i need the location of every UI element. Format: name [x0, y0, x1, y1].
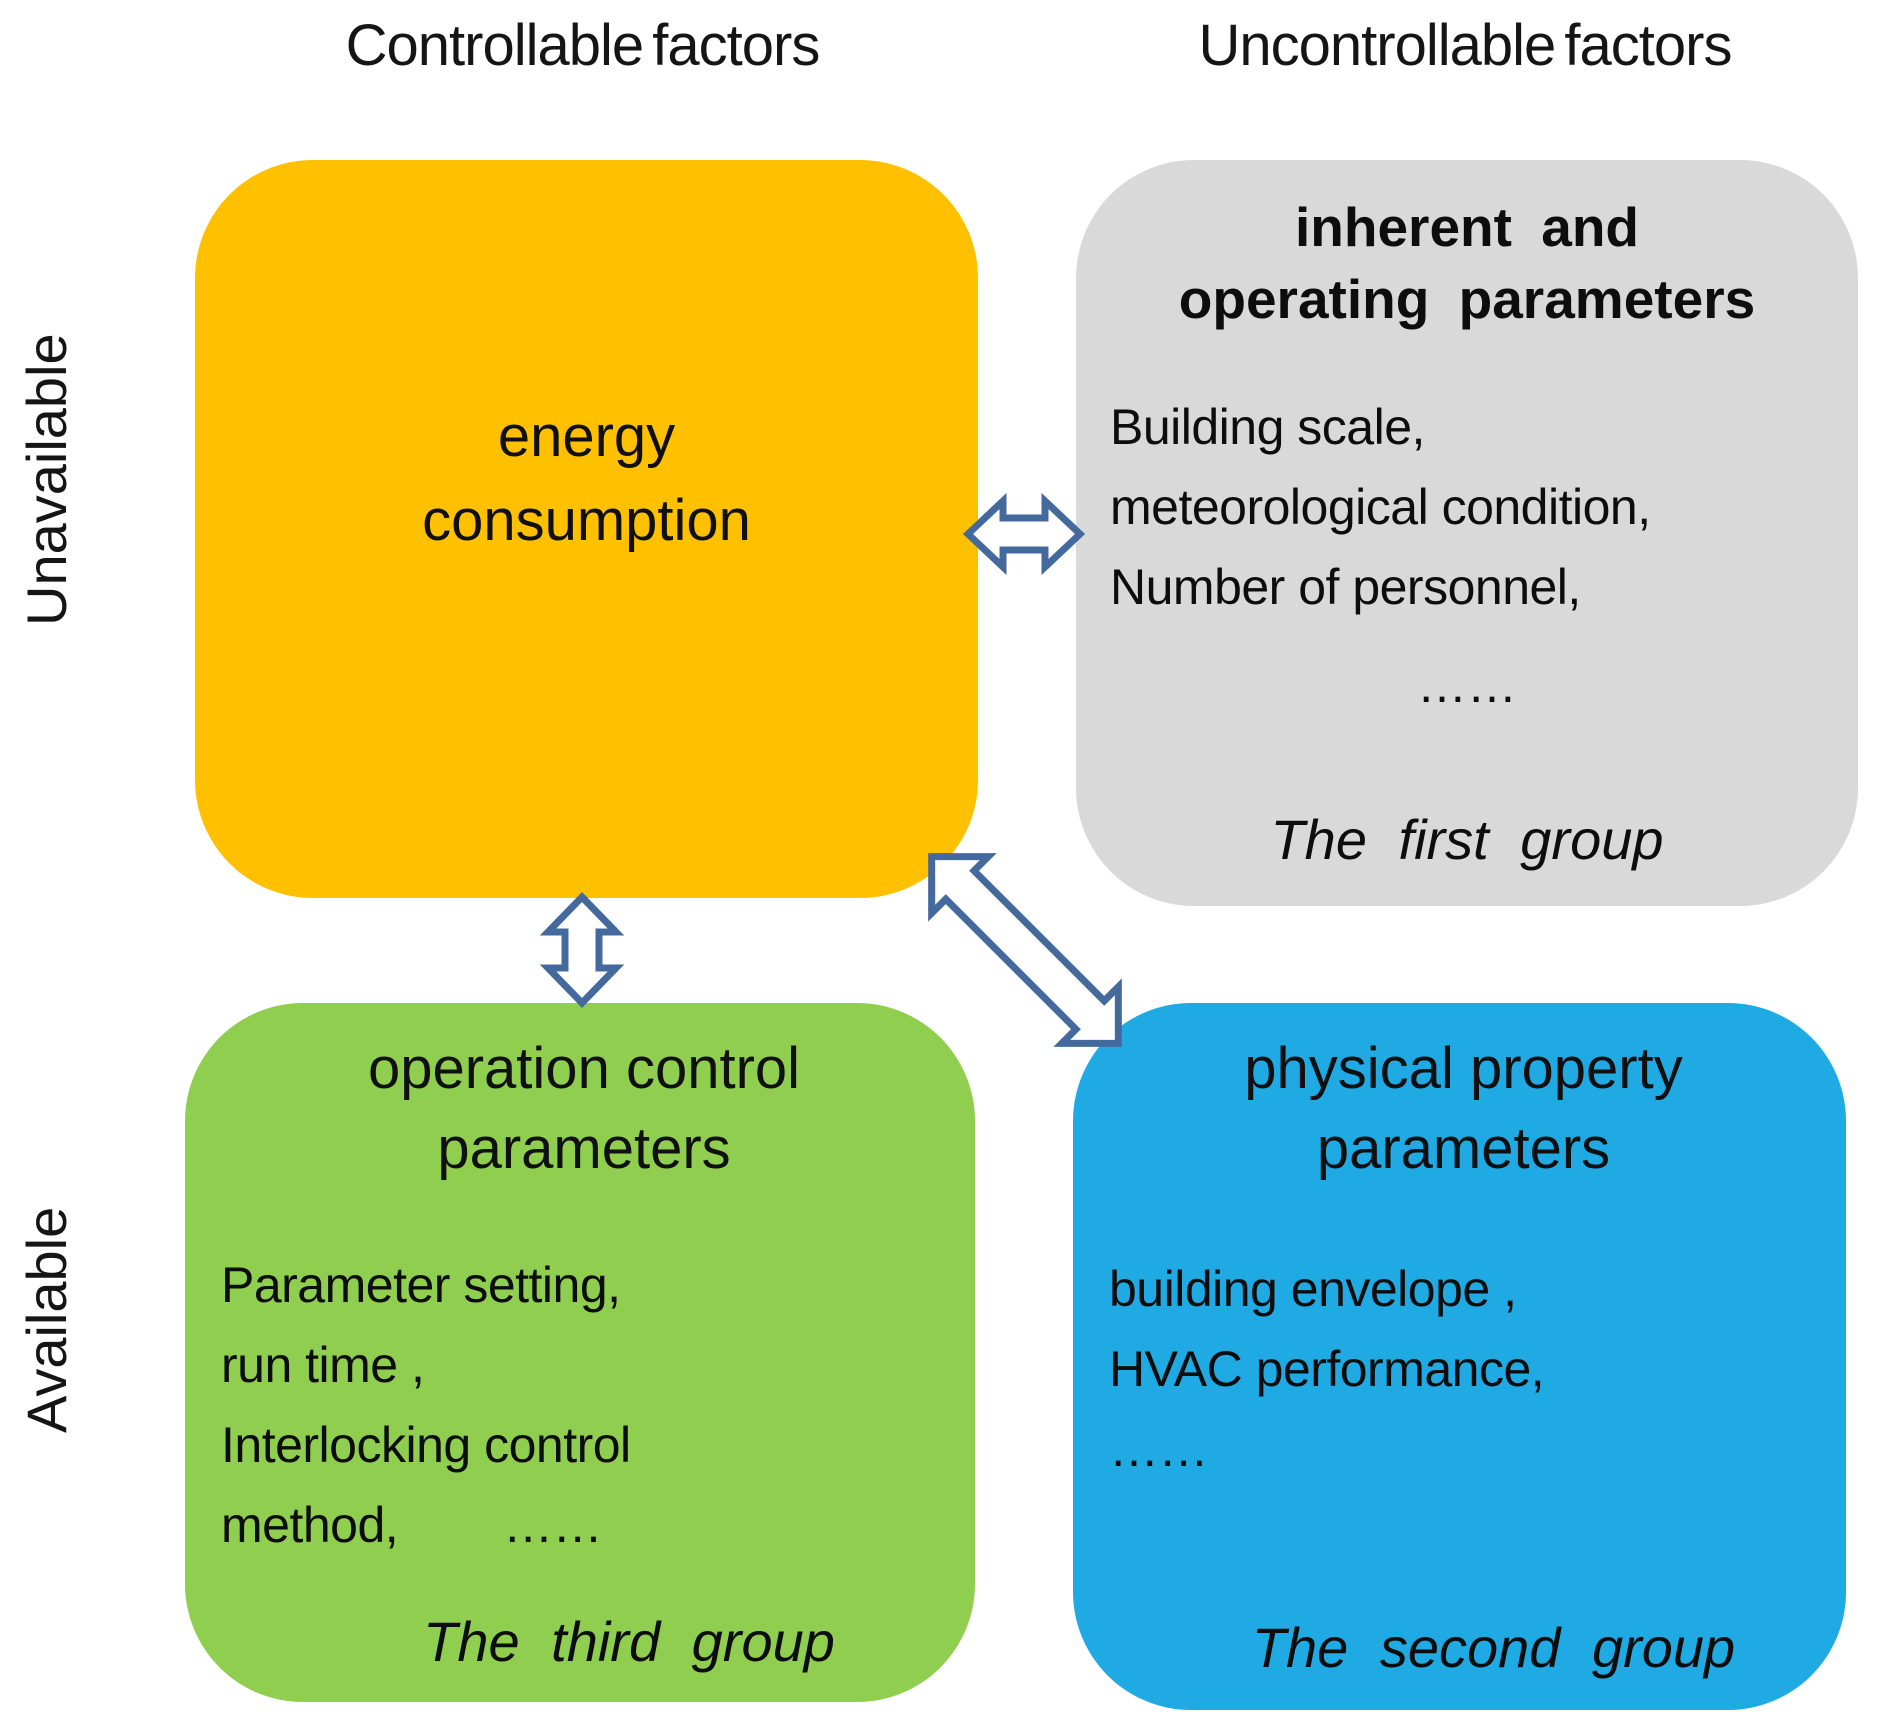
operation-item: Parameter setting, [221, 1257, 621, 1314]
physical-item: building envelope , [1109, 1261, 1517, 1318]
operation-ellipsis: …… [503, 1497, 603, 1554]
inherent-title-line2: operating parameters [1178, 267, 1756, 330]
column-header-uncontrollable: Uncontrollable factors [1198, 13, 1733, 78]
operation-control-box: operation control parameters Parameter s… [185, 1003, 975, 1702]
energy-title-line1: energy [497, 403, 676, 469]
operation-box-items: Parameter setting, run time , Interlocki… [221, 1245, 947, 1565]
energy-consumption-box: energy consumption [195, 160, 978, 898]
row-label-available: Available [15, 1206, 78, 1434]
vertical-double-arrow-icon [539, 891, 625, 1009]
operation-item: run time , [221, 1337, 425, 1394]
physical-box-title: physical property parameters [1109, 1029, 1818, 1189]
physical-title-line2: parameters [1316, 1116, 1611, 1182]
operation-item: Interlocking control [221, 1417, 631, 1474]
inherent-parameters-box: inherent and operating parameters Buildi… [1076, 160, 1858, 906]
inherent-title-line1: inherent and [1294, 196, 1640, 258]
operation-method-text: method, [221, 1497, 399, 1554]
energy-title-line2: consumption [422, 488, 751, 553]
physical-ellipsis: …… [1109, 1421, 1209, 1478]
energy-box-title: energy consumption [422, 395, 751, 563]
horizontal-double-arrow-icon [962, 492, 1086, 576]
physical-box-items: building envelope , HVAC performance, …… [1109, 1249, 1818, 1489]
inherent-item: Building scale, [1110, 399, 1425, 455]
operation-title-line2: parameters [437, 1116, 731, 1182]
row-label-unavailable: Unavailable [15, 333, 78, 627]
physical-property-box: physical property parameters building en… [1073, 1003, 1846, 1710]
column-header-controllable: Controllable factors [345, 13, 821, 78]
inherent-ellipsis: …… [1417, 657, 1517, 713]
operation-box-title: operation control parameters [221, 1029, 947, 1189]
inherent-box-items: Building scale, meteorological condition… [1110, 387, 1830, 627]
third-group-label: The third group [423, 1610, 835, 1673]
diagonal-double-arrow-icon [928, 853, 1122, 1047]
operation-title-line1: operation control [367, 1036, 801, 1101]
physical-title-line1: physical property [1244, 1036, 1683, 1101]
second-group-label: The second group [1251, 1616, 1736, 1679]
first-group-label: The first group [1270, 808, 1664, 871]
inherent-item: Number of personnel, [1110, 559, 1581, 615]
operation-item-last: method, …… [221, 1485, 947, 1565]
inherent-box-title: inherent and operating parameters [1104, 192, 1830, 335]
physical-item: HVAC performance, [1109, 1341, 1545, 1398]
inherent-item: meteorological condition, [1110, 479, 1651, 535]
